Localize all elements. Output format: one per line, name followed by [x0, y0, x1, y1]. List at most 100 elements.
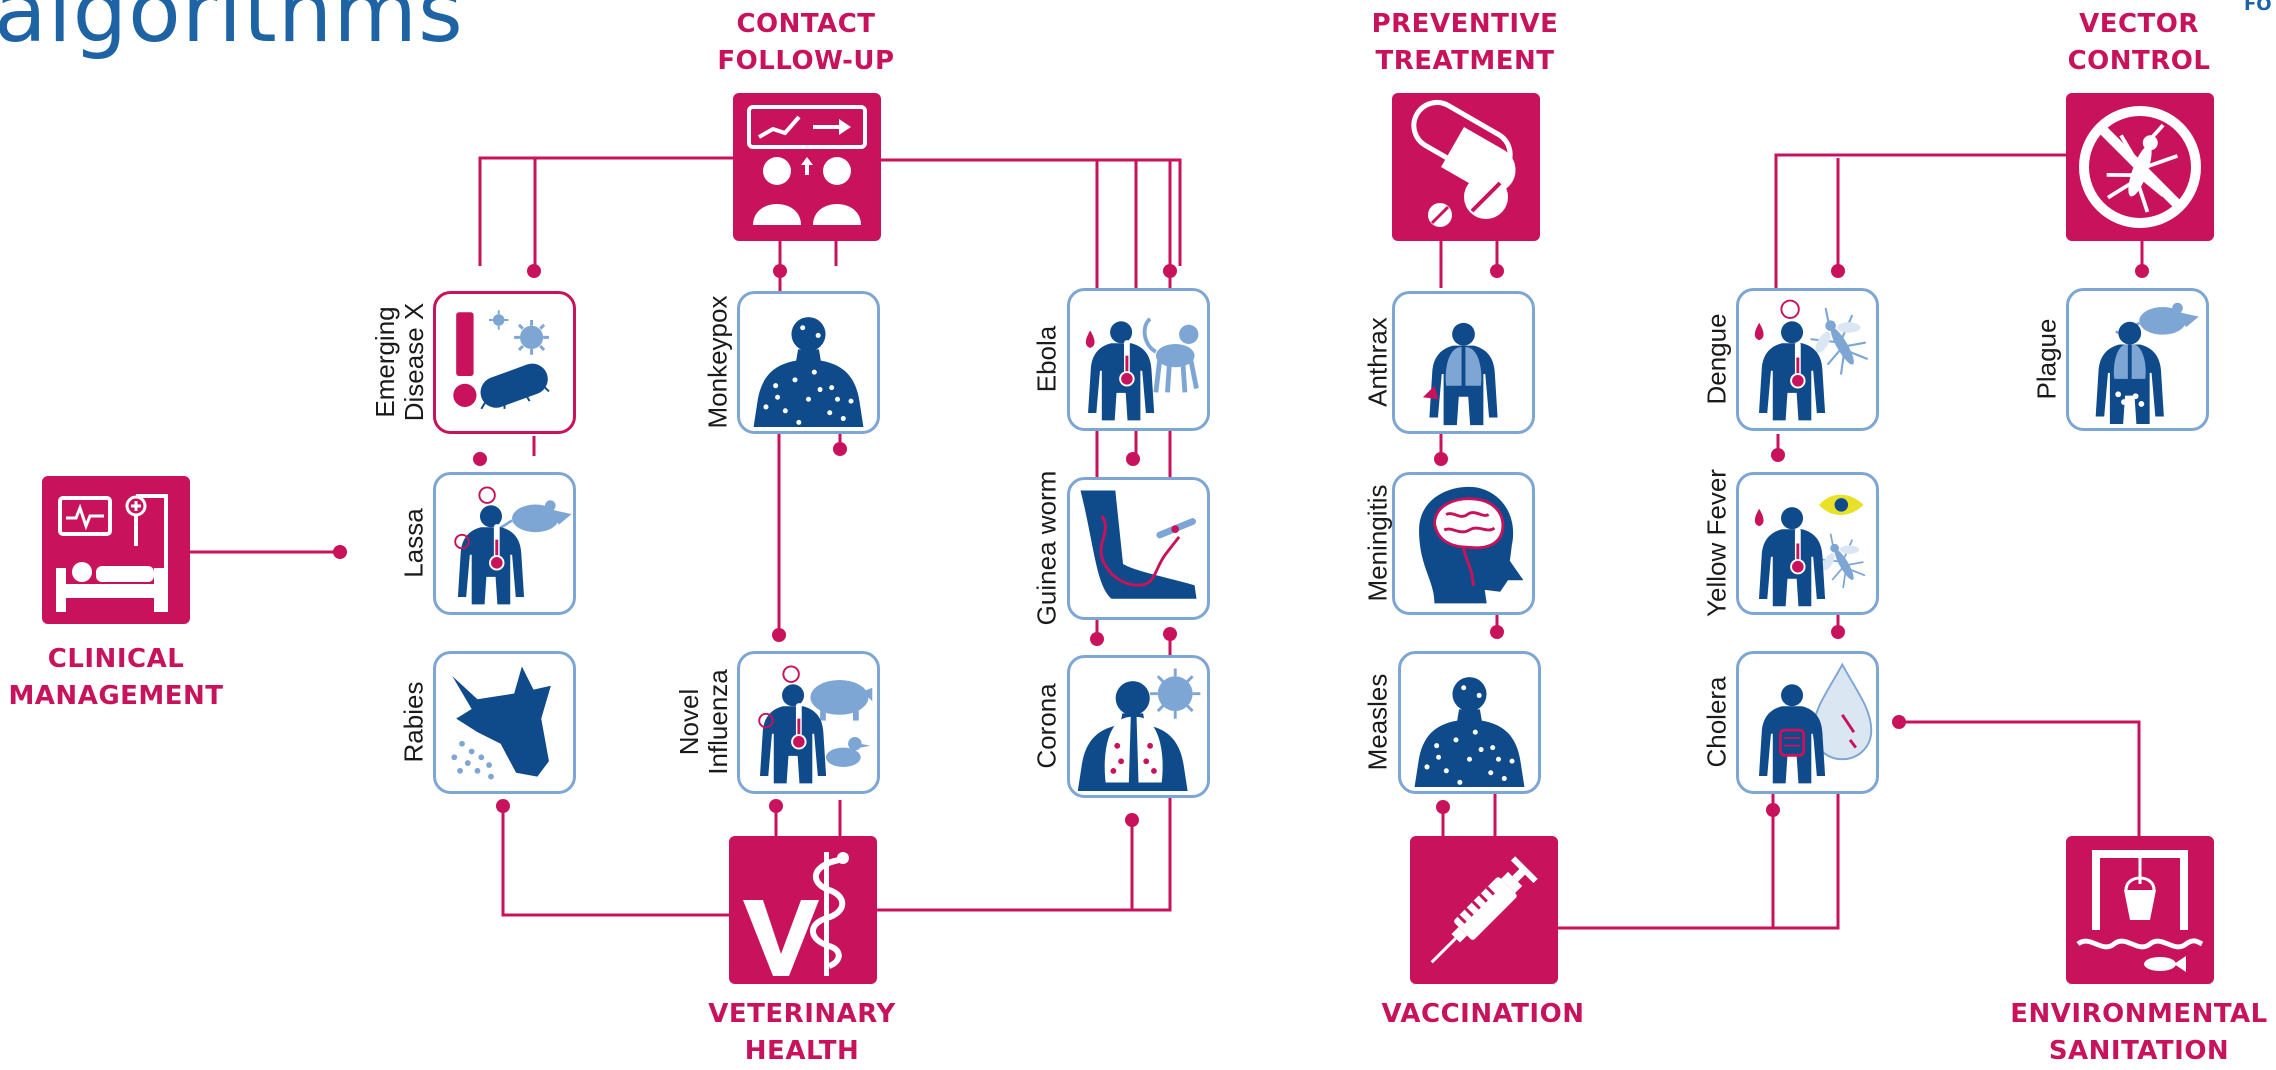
- diagram-nodes: [42, 93, 2214, 984]
- hospital-bed-icon: [56, 494, 168, 612]
- connector-dot: [1831, 625, 1845, 639]
- hub-vector-control: [2066, 93, 2214, 241]
- disease-label-line: Corona: [1031, 683, 1062, 769]
- connector-dot: [833, 442, 847, 456]
- human-pig-duck-icon: [758, 665, 873, 784]
- disease-corona: [1067, 655, 1210, 798]
- connector-line: [1899, 720, 2141, 836]
- disease-lassa: [433, 472, 576, 615]
- connector-dot: [1490, 625, 1504, 639]
- hub-clinical-management: [42, 476, 190, 624]
- hub-environmental-sanitation: [2066, 836, 2214, 984]
- dog-head-icon: [451, 666, 551, 780]
- spotted-torso-icon: [753, 317, 864, 427]
- connector-line: [501, 800, 729, 917]
- hub-label-line: VACCINATION: [1381, 999, 1585, 1029]
- disease-label-anthrax: Anthrax: [1362, 262, 1393, 462]
- human-thermometer-mosquito-icon: [1754, 296, 1879, 421]
- disease-label-line: Disease X: [399, 302, 429, 422]
- hub-label-vaccination: VACCINATION: [1333, 996, 1633, 1033]
- disease-label-line: Guinea worm: [1031, 470, 1062, 626]
- disease-monkeypox: [737, 291, 880, 434]
- page-title: algorithms: [0, 0, 464, 62]
- monitoring-chart-people-icon: [747, 105, 867, 225]
- disease-label-line: Ebola: [1031, 325, 1062, 393]
- disease-rabies: [433, 651, 576, 794]
- disease-label-line: Measles: [1362, 673, 1393, 771]
- hub-label-line: CONTACT: [736, 9, 876, 39]
- leg-worm-icon: [1080, 490, 1197, 599]
- connector-dot: [1163, 627, 1177, 641]
- disease-dengue: [1736, 288, 1879, 431]
- connector-dot: [1490, 264, 1504, 278]
- disease-label-line: Novel: [674, 688, 704, 756]
- hub-label-clinical-management: CLINICAL MANAGEMENT: [0, 641, 266, 715]
- head-lungs-virus-icon: [1077, 668, 1201, 791]
- hub-contact-followup: [733, 93, 881, 241]
- disease-label-line: Meningitis: [1362, 484, 1393, 602]
- human-lungs-rat-icon: [2095, 301, 2201, 425]
- connector-dot: [1436, 800, 1450, 814]
- connector-dot: [773, 264, 787, 278]
- disease-label-line: Lassa: [398, 508, 429, 578]
- pills-icon: [1411, 100, 1516, 227]
- connector-dot: [1090, 632, 1104, 646]
- hub-label-line: TREATMENT: [1375, 46, 1555, 76]
- disease-label-line: Anthrax: [1362, 317, 1393, 407]
- head-brain-icon: [1419, 486, 1524, 604]
- disease-label-guinea-worm: Guinea worm: [1031, 448, 1062, 648]
- connector-dot: [527, 264, 541, 278]
- connector-dot: [1163, 264, 1177, 278]
- disease-label-monkeypox: Monkeypox: [703, 262, 733, 462]
- connector-dot: [1434, 452, 1448, 466]
- connector-dot: [2135, 264, 2149, 278]
- human-thermometer-eye-mosquito-icon: [1754, 494, 1875, 607]
- hub-label-line: CONTROL: [2067, 46, 2211, 76]
- disease-measles: [1398, 651, 1541, 794]
- human-intestine-droplet-icon: [1758, 662, 1873, 784]
- hub-label-line: HEALTH: [744, 1036, 860, 1066]
- disease-label-plague: Plague: [2032, 259, 2062, 459]
- connector-dot: [1831, 264, 1845, 278]
- disease-label-cholera: Cholera: [1701, 622, 1732, 822]
- disease-ebola: [1067, 288, 1210, 431]
- water-bucket-icon: [2076, 850, 2204, 972]
- spotted-torso-icon: [1414, 677, 1525, 787]
- disease-label-corona: Corona: [1031, 626, 1062, 826]
- connector-dot: [1766, 803, 1780, 817]
- human-thermometer-rat-icon: [454, 486, 573, 605]
- connector-dot: [333, 545, 347, 559]
- disease-anthrax: [1392, 291, 1535, 434]
- connector-dot: [1892, 715, 1906, 729]
- disease-yellow-fever: [1736, 472, 1879, 615]
- connector-dot: [769, 799, 783, 813]
- connector-dot: [496, 799, 510, 813]
- connector-dot: [1771, 448, 1785, 462]
- hub-label-line: VECTOR: [2079, 9, 2199, 39]
- corner-text-fragment: FO: [2244, 0, 2272, 15]
- hub-label-line: CLINICAL: [47, 644, 185, 674]
- disease-label-line: Dengue: [1701, 313, 1732, 405]
- connector-dot: [473, 452, 487, 466]
- hub-preventive-treatment: [1392, 93, 1540, 241]
- hub-label-vector-control: VECTOR CONTROL: [1989, 6, 2276, 80]
- disease-guinea-worm: [1067, 477, 1210, 620]
- hub-vaccination: [1410, 836, 1558, 984]
- disease-novel-influenza: [737, 651, 880, 794]
- disease-label-line: Cholera: [1701, 676, 1732, 768]
- disease-label-lassa: Lassa: [398, 443, 429, 643]
- connector-dot: [1125, 813, 1139, 827]
- hub-label-line: MANAGEMENT: [8, 681, 224, 711]
- disease-label-line: Rabies: [398, 681, 429, 763]
- disease-label-ebola: Ebola: [1031, 259, 1062, 459]
- disease-label-line: Yellow Fever: [1701, 469, 1732, 617]
- disease-label-yellow-fever: Yellow Fever: [1701, 443, 1732, 643]
- hub-label-line: SANITATION: [2048, 1036, 2230, 1066]
- disease-plague: [2066, 288, 2209, 431]
- hub-label-line: VETERINARY: [708, 999, 896, 1029]
